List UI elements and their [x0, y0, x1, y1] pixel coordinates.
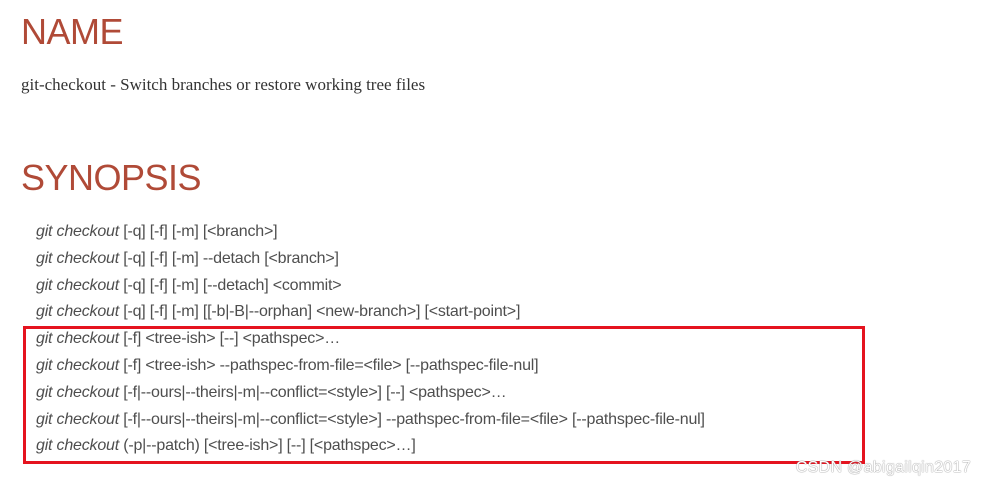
synopsis-command: git checkout	[36, 249, 119, 267]
synopsis-line: git checkout [-q] [-f] [-m] [--detach] <…	[36, 273, 705, 300]
synopsis-args: [-f] <tree-ish> --pathspec-from-file=<fi…	[118, 356, 539, 374]
synopsis-command: git checkout	[36, 330, 119, 348]
synopsis-args: [-f] <tree-ish> [--] <pathspec>…	[118, 330, 341, 348]
synopsis-line: git checkout [-q] [-f] [-m] --detach [<b…	[36, 246, 705, 273]
synopsis-line: git checkout [-q] [-f] [-m] [[-b|-B|--or…	[36, 299, 705, 326]
synopsis-args: [-f|--ours|--theirs|-m|--conflict=<style…	[118, 383, 507, 401]
synopsis-line: git checkout [-f] <tree-ish> --pathspec-…	[36, 353, 705, 380]
watermark: CSDN @abigailqin2017	[795, 459, 971, 476]
synopsis-line: git checkout (-p|--patch) [<tree-ish>] […	[36, 433, 705, 460]
name-description: git-checkout - Switch branches or restor…	[21, 75, 426, 94]
synopsis-args: [-q] [-f] [-m] [[-b|-B|--orphan] <new-br…	[118, 303, 521, 321]
synopsis-args: [-f|--ours|--theirs|-m|--conflict=<style…	[118, 410, 705, 428]
synopsis-command: git checkout	[36, 303, 119, 321]
synopsis-line: git checkout [-q] [-f] [-m] [<branch>]	[36, 219, 705, 246]
synopsis-command: git checkout	[36, 383, 119, 401]
synopsis-args: [-q] [-f] [-m] [<branch>]	[118, 223, 278, 240]
synopsis-command: git checkout	[36, 437, 119, 455]
synopsis-command: git checkout	[36, 276, 119, 294]
synopsis-command: git checkout	[36, 410, 119, 428]
synopsis-command: git checkout	[36, 356, 119, 374]
synopsis-list: git checkout [-q] [-f] [-m] [<branch>] g…	[36, 219, 705, 460]
synopsis-heading: SYNOPSIS	[21, 157, 202, 198]
synopsis-args: [-q] [-f] [-m] [--detach] <commit>	[118, 276, 342, 294]
highlight-box	[23, 326, 865, 464]
synopsis-line: git checkout [-f|--ours|--theirs|-m|--co…	[36, 407, 705, 434]
name-heading: NAME	[21, 11, 124, 52]
synopsis-line: git checkout [-f|--ours|--theirs|-m|--co…	[36, 380, 705, 407]
synopsis-line: git checkout [-f] <tree-ish> [--] <paths…	[36, 326, 705, 353]
synopsis-command: git checkout	[36, 223, 119, 240]
synopsis-args: (-p|--patch) [<tree-ish>] [--] [<pathspe…	[118, 437, 416, 455]
synopsis-args: [-q] [-f] [-m] --detach [<branch>]	[118, 249, 339, 267]
